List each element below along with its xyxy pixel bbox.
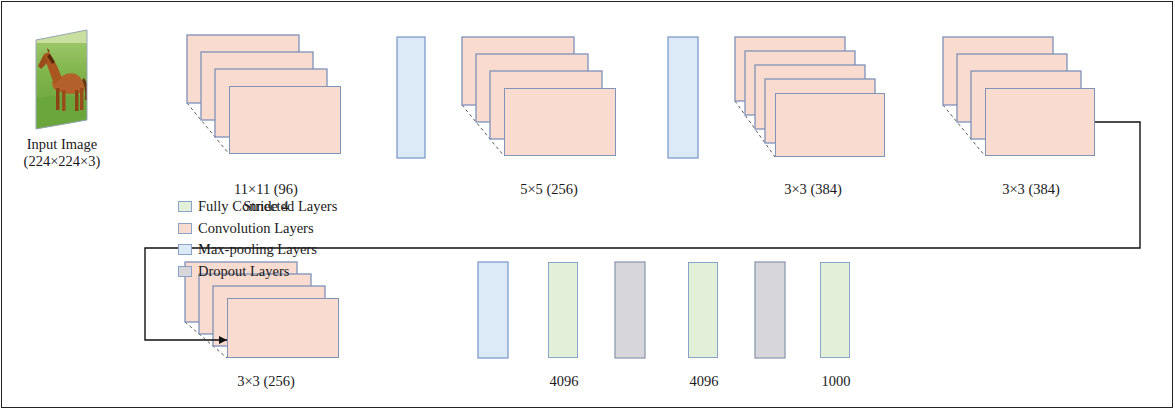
legend-row: Convolution Layers xyxy=(178,218,337,240)
conv-card-stacks xyxy=(185,35,1081,358)
legend-text: Convolution Layers xyxy=(198,220,314,237)
image-outline xyxy=(36,30,87,129)
layer-label: 1000 xyxy=(822,373,851,390)
legend-swatch xyxy=(178,266,192,277)
maxpool-bar xyxy=(668,37,698,158)
input-image: Input Image (224×224×3) xyxy=(34,28,89,130)
layer-caption: 4096 xyxy=(690,373,719,390)
layer-caption: 5×5 (256) xyxy=(520,181,578,198)
layer-label: 3×3 (384) xyxy=(1002,181,1060,198)
legend-row: Max-pooling Layers xyxy=(178,239,337,261)
legend-swatch xyxy=(178,244,192,255)
layer-caption: 3×3 (256) xyxy=(237,373,295,390)
layer-caption: 3×3 (384) xyxy=(784,181,842,198)
legend-text: Fully Connected Layers xyxy=(198,198,337,215)
legend-row: Fully Connected Layers xyxy=(178,196,337,218)
legend-text: Max-pooling Layers xyxy=(198,241,317,258)
layer-label: 3×3 (256) xyxy=(237,373,295,390)
legend-row: Dropout Layers xyxy=(178,261,337,283)
conv-layer: 3×3 (256) xyxy=(227,298,339,358)
dropout-bar xyxy=(755,262,785,358)
layer-label: Input Image (224×224×3) xyxy=(16,136,108,170)
conv-layer: 5×5 (256) xyxy=(504,88,616,156)
layer-label: 5×5 (256) xyxy=(520,181,578,198)
dropout-bar xyxy=(615,262,645,358)
fc-layer: 1000 xyxy=(820,262,850,358)
maxpool-bar xyxy=(478,262,508,358)
layer-caption: Input Image (224×224×3) xyxy=(16,136,108,170)
fc-layer: 4096 xyxy=(688,262,718,358)
layer-label: 4096 xyxy=(690,373,719,390)
fc-layer: 4096 xyxy=(548,262,578,358)
layer-caption: 3×3 (384) xyxy=(1002,181,1060,198)
layer-caption: 4096 xyxy=(550,373,579,390)
conv-layer: 3×3 (384) xyxy=(775,93,885,157)
layer-label: 4096 xyxy=(550,373,579,390)
conv-layer: 3×3 (384) xyxy=(985,88,1095,156)
layer-caption: 1000 xyxy=(822,373,851,390)
conv-layer: 11×11 (96) Stride 4 xyxy=(229,86,341,154)
layer-label: 3×3 (384) xyxy=(784,181,842,198)
maxpool-bar xyxy=(397,37,425,158)
legend: Fully Connected LayersConvolution Layers… xyxy=(178,196,337,282)
legend-swatch xyxy=(178,201,192,212)
legend-swatch xyxy=(178,223,192,234)
horse-picture xyxy=(30,25,95,135)
legend-text: Dropout Layers xyxy=(198,263,289,280)
